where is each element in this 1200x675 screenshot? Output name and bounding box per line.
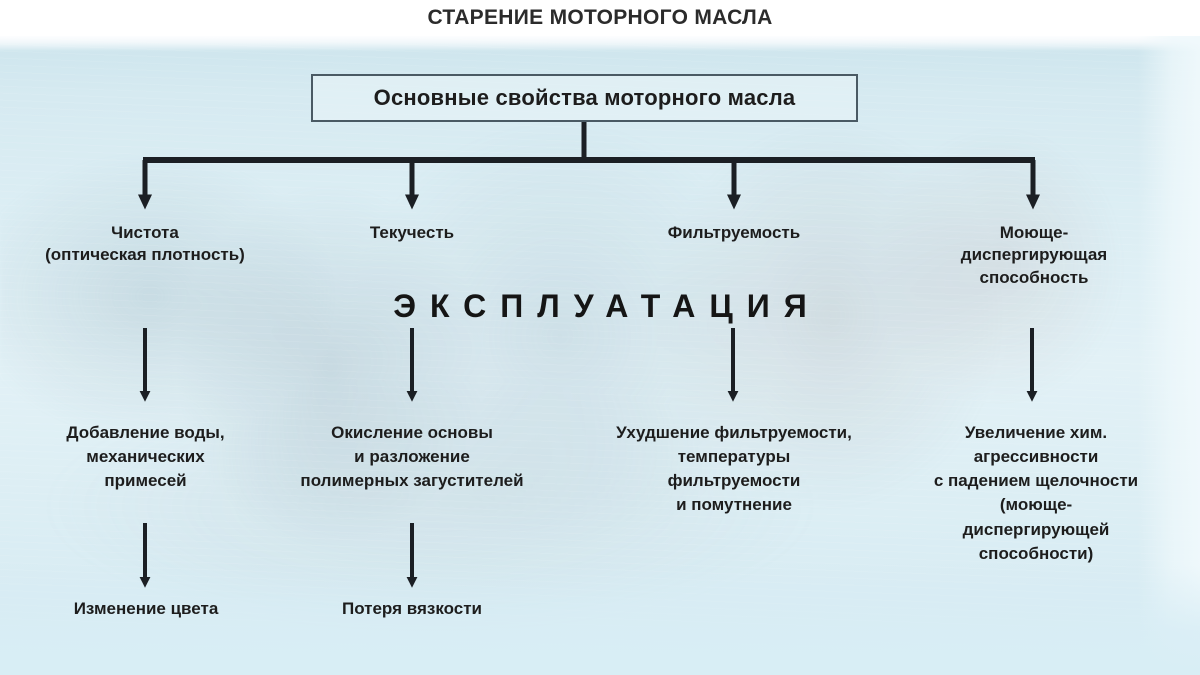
property-node-3-line1: Фильтруемость	[667, 223, 801, 242]
property-node-2-line1: Текучесть	[369, 223, 455, 242]
page-title-text: СТАРЕНИЕ МОТОРНОГО МАСЛА	[427, 6, 773, 29]
effect-node-1[interactable]: Добавление воды, механических примесей	[8, 421, 283, 493]
page-title: СТАРЕНИЕ МОТОРНОГО МАСЛА	[0, 0, 1200, 36]
effect-node-4-line5: диспергирующей	[962, 519, 1110, 539]
property-node-1[interactable]: Чистота (оптическая плотность)	[0, 222, 290, 267]
effect-node-2-line2: и разложение	[354, 447, 470, 467]
effect-node-1-line1: Добавление воды,	[66, 423, 225, 442]
root-node[interactable]: Основные свойства моторного масла	[311, 74, 858, 122]
property-node-4-line3: способность	[979, 267, 1089, 287]
result-node-1-label: Изменение цвета	[73, 599, 219, 618]
effect-node-4-line6: способности)	[978, 543, 1094, 563]
property-node-1-line2: (оптическая плотность)	[45, 245, 245, 265]
effect-node-1-line3: примесей	[104, 471, 187, 491]
effect-node-2-line1: Окисление основы	[331, 423, 493, 442]
property-node-4-line1: Моюще-	[999, 223, 1069, 242]
effect-node-4-line3: с падением щелочности	[933, 471, 1139, 491]
center-banner-label: ЭКСПЛУАТАЦИЯ	[393, 288, 821, 324]
effect-node-3-line2: температуры	[677, 447, 791, 467]
effect-node-4[interactable]: Увеличение хим. агрессивности с падением…	[888, 421, 1184, 566]
effect-node-3-line4: и помутнение	[676, 495, 792, 515]
effect-node-4-line2: агрессивности	[973, 447, 1099, 467]
property-node-3[interactable]: Фильтруемость	[614, 222, 854, 244]
property-node-4-line2: диспергирующая	[960, 245, 1108, 265]
effect-node-3-line3: фильтруемости	[667, 471, 801, 491]
property-node-1-line1: Чистота	[111, 223, 179, 242]
branch-arrows-level3	[139, 523, 418, 588]
trunk-connector	[143, 122, 1035, 163]
result-node-2-label: Потеря вязкости	[341, 599, 483, 618]
result-node-1[interactable]: Изменение цвета	[15, 597, 277, 621]
result-node-2[interactable]: Потеря вязкости	[292, 597, 532, 621]
property-node-4[interactable]: Моюще- диспергирующая способность	[903, 222, 1165, 289]
effect-node-2-line3: полимерных загустителей	[300, 471, 524, 491]
effect-node-3[interactable]: Ухудшение фильтруемости, температуры фил…	[560, 421, 908, 518]
branch-arrows-level1	[138, 160, 1040, 210]
effect-node-3-line1: Ухудшение фильтруемости,	[616, 423, 852, 442]
effect-node-4-line1: Увеличение хим.	[964, 423, 1108, 442]
effect-node-4-line4: (моюще-	[999, 495, 1073, 515]
property-node-2[interactable]: Текучесть	[292, 222, 532, 244]
root-node-label: Основные свойства моторного масла	[373, 85, 796, 110]
effect-node-1-line2: механических	[86, 447, 205, 467]
branch-arrows-level2	[139, 328, 1038, 402]
effect-node-2[interactable]: Окисление основы и разложение полимерных…	[252, 421, 572, 493]
